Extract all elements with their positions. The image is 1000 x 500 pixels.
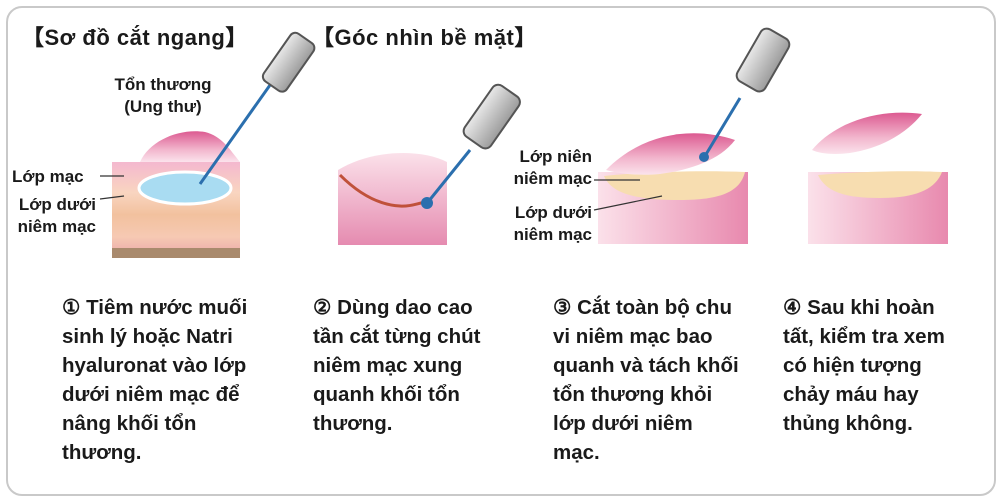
step-1-text: Tiêm nước muối sinh lý hoặc Natri hyalur… (62, 296, 248, 464)
header-surface-view: 【Góc nhìn bề mặt】 (312, 25, 537, 50)
knife-body-3 (735, 27, 791, 93)
knife-tip (421, 197, 433, 209)
wound-bed (818, 171, 942, 198)
submucosa-patch-3 (604, 171, 745, 200)
label-submucosa-right: Lớp dưới niêm mạc (513, 203, 592, 244)
knife-wire-3 (703, 97, 742, 157)
step-1-number: ① (62, 296, 81, 319)
step-3-number: ③ (553, 296, 572, 319)
injection-needle (198, 77, 277, 185)
header-cross-section: 【Sơ đồ cắt ngang】 (22, 25, 248, 50)
label-submucosa-left: Lớp dưới niêm mạc (17, 195, 96, 236)
removed-lesion (812, 112, 922, 154)
step-2-text: Dùng dao cao tần cắt từng chút niêm mạc … (313, 296, 481, 435)
step-3: ③ Cắt toàn bộ chu vi niêm mạc bao quanh … (553, 293, 785, 467)
cross-section-diagram (99, 31, 316, 258)
step-4-number: ④ (783, 296, 802, 319)
step-1: ① Tiêm nước muối sinh lý hoặc Natri hyal… (62, 293, 292, 467)
step-3-text: Cắt toàn bộ chu vi niêm mạc bao quanh và… (553, 296, 739, 464)
dissection-diagram (593, 27, 791, 244)
lesion-bulge (112, 131, 240, 162)
lifted-lesion-3 (606, 133, 735, 175)
injector-body (261, 31, 316, 93)
cut-line (338, 173, 429, 208)
step-2-number: ② (313, 296, 332, 319)
tissue-block-2 (338, 152, 447, 245)
step-4-text: Sau khi hoàn tất, kiểm tra xem có hiện t… (783, 296, 945, 435)
label-mucosa-layer: Lớp mạc (12, 167, 84, 186)
step-2: ② Dùng dao cao tần cắt từng chút niêm mạ… (313, 293, 533, 438)
muscle-layer (112, 248, 240, 258)
knife-wire (426, 149, 472, 203)
cutting-diagram (338, 83, 521, 245)
step-4: ④ Sau khi hoàn tất, kiểm tra xem có hiện… (783, 293, 993, 438)
label-mucosa-layer-right: Lớp niên niêm mạc (513, 147, 592, 188)
after-removal-diagram (808, 112, 948, 244)
injection-fluid (137, 170, 233, 206)
label-lesion: Tổn thương (Ung thư) (114, 75, 212, 116)
knife-body (462, 83, 521, 150)
